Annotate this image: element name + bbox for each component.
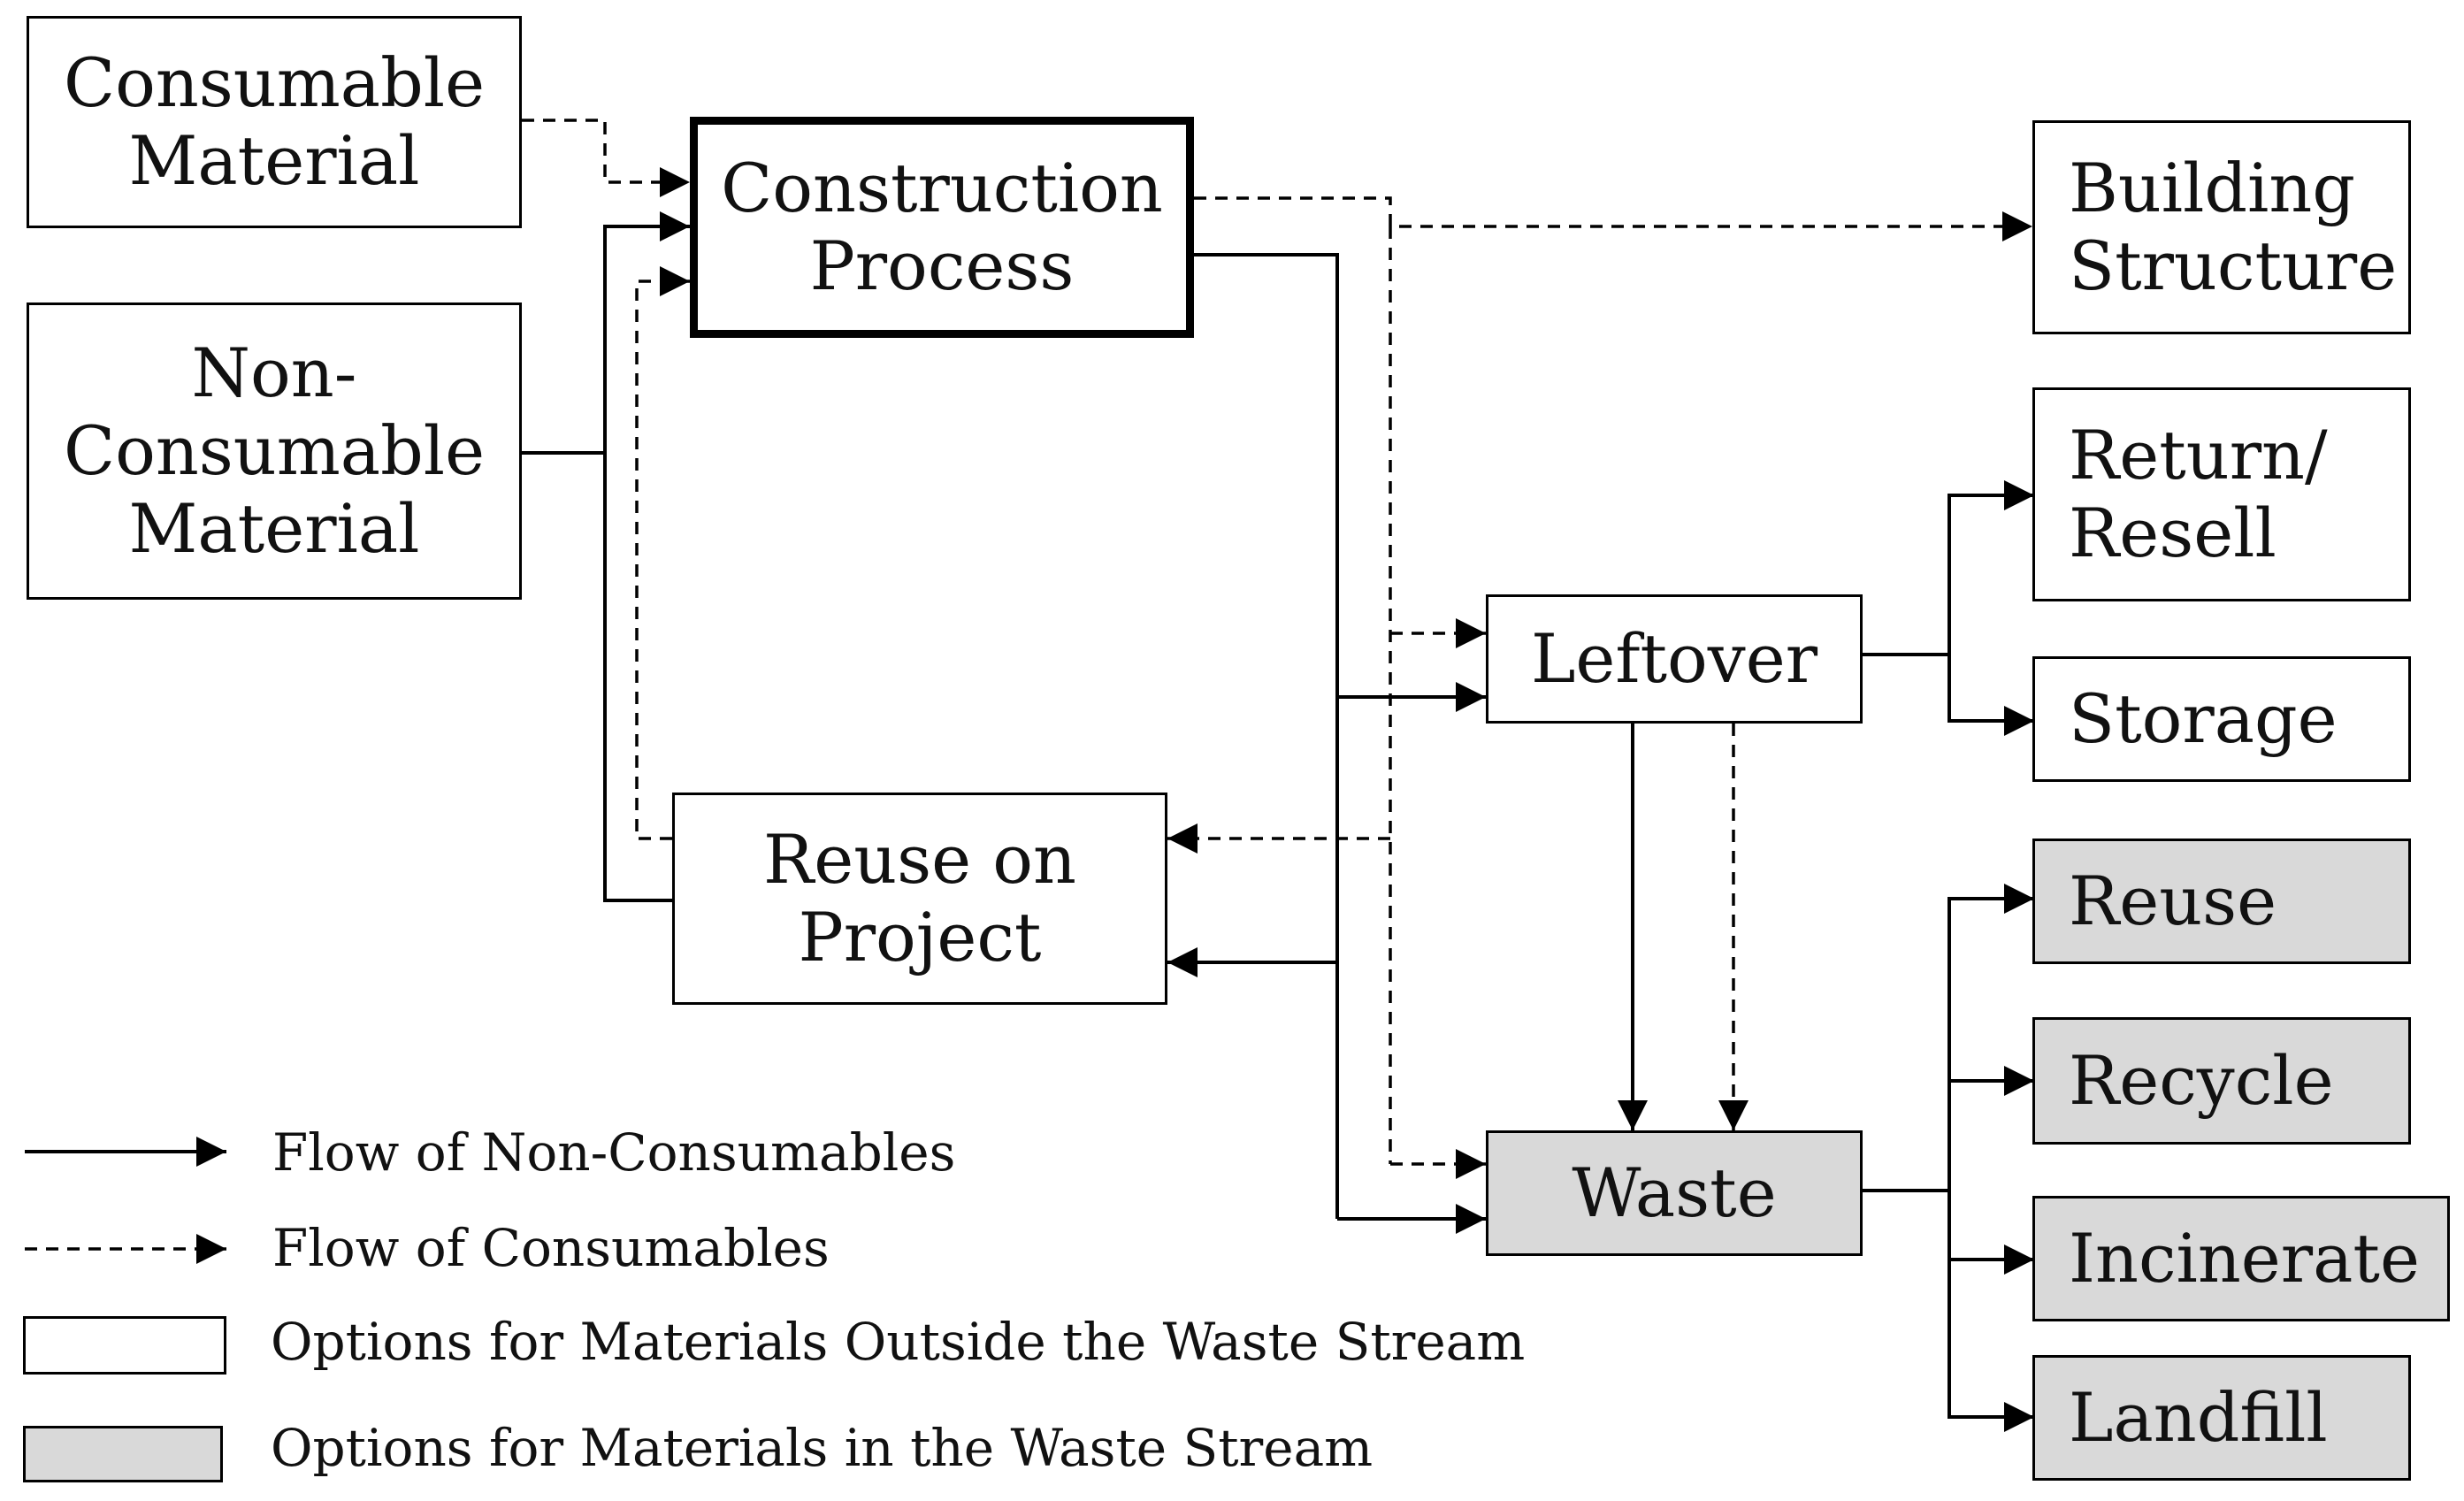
edge-construction-to-building xyxy=(1194,196,2032,241)
edge-reuse-project-to-construction-dashed xyxy=(635,266,690,840)
node-waste-label: Waste xyxy=(1572,1153,1777,1232)
edge-waste-to-incinerate xyxy=(1947,1191,2034,1275)
node-leftover: Leftover xyxy=(1486,594,1863,724)
legend-in-waste-label: Options for Materials in the Waste Strea… xyxy=(271,1418,1374,1478)
node-recycle-label: Recycle xyxy=(2069,1041,2334,1120)
legend-outside-waste-swatch xyxy=(23,1316,226,1375)
node-storage: Storage xyxy=(2032,656,2411,782)
node-reuse-label: Reuse xyxy=(2069,862,2277,940)
legend-consumables-label: Flow of Consumables xyxy=(272,1218,830,1278)
node-return-resell: Return/ Resell xyxy=(2032,387,2411,601)
node-landfill: Landfill xyxy=(2032,1355,2411,1481)
node-non-consumable-material: Non- Consumable Material xyxy=(27,302,522,600)
node-landfill-label: Landfill xyxy=(2069,1378,2328,1457)
edge-reuse-project-to-construction-solid xyxy=(603,453,672,902)
node-recycle: Recycle xyxy=(2032,1017,2411,1145)
node-consumable-material-label: Consumable Material xyxy=(63,43,486,200)
legend-in-waste-swatch xyxy=(23,1426,223,1482)
node-return-resell-label: Return/ Resell xyxy=(2069,416,2328,572)
node-reuse-on-project-label: Reuse on Project xyxy=(763,820,1076,976)
legend-non-consumables-label: Flow of Non-Consumables xyxy=(272,1122,956,1183)
node-consumable-material: Consumable Material xyxy=(27,16,522,228)
node-construction-process-label: Construction Process xyxy=(721,149,1163,305)
node-non-consumable-material-label: Non- Consumable Material xyxy=(63,333,486,568)
edge-consumable-to-construction xyxy=(522,119,690,197)
node-building-structure-label: Building Structure xyxy=(2069,149,2398,305)
node-incinerate-label: Incinerate xyxy=(2069,1219,2420,1298)
edge-nonconsumable-to-construction xyxy=(522,211,690,455)
legend-outside-waste-label: Options for Materials Outside the Waste … xyxy=(271,1312,1526,1372)
edge-waste-to-landfill xyxy=(1947,1260,2034,1432)
node-waste: Waste xyxy=(1486,1130,1863,1256)
node-leftover-label: Leftover xyxy=(1530,619,1818,698)
edge-leftover-branch xyxy=(1863,480,2034,656)
node-construction-process: Construction Process xyxy=(690,117,1194,338)
node-incinerate: Incinerate xyxy=(2032,1196,2450,1321)
node-storage-label: Storage xyxy=(2069,679,2338,758)
edge-construction-to-trunk xyxy=(1194,253,1339,1219)
edge-waste-branch xyxy=(1863,884,2034,1192)
node-reuse: Reuse xyxy=(2032,839,2411,964)
node-reuse-on-project: Reuse on Project xyxy=(672,793,1167,1005)
node-building-structure: Building Structure xyxy=(2032,120,2411,334)
edge-leftover-to-storage xyxy=(1947,655,2034,736)
